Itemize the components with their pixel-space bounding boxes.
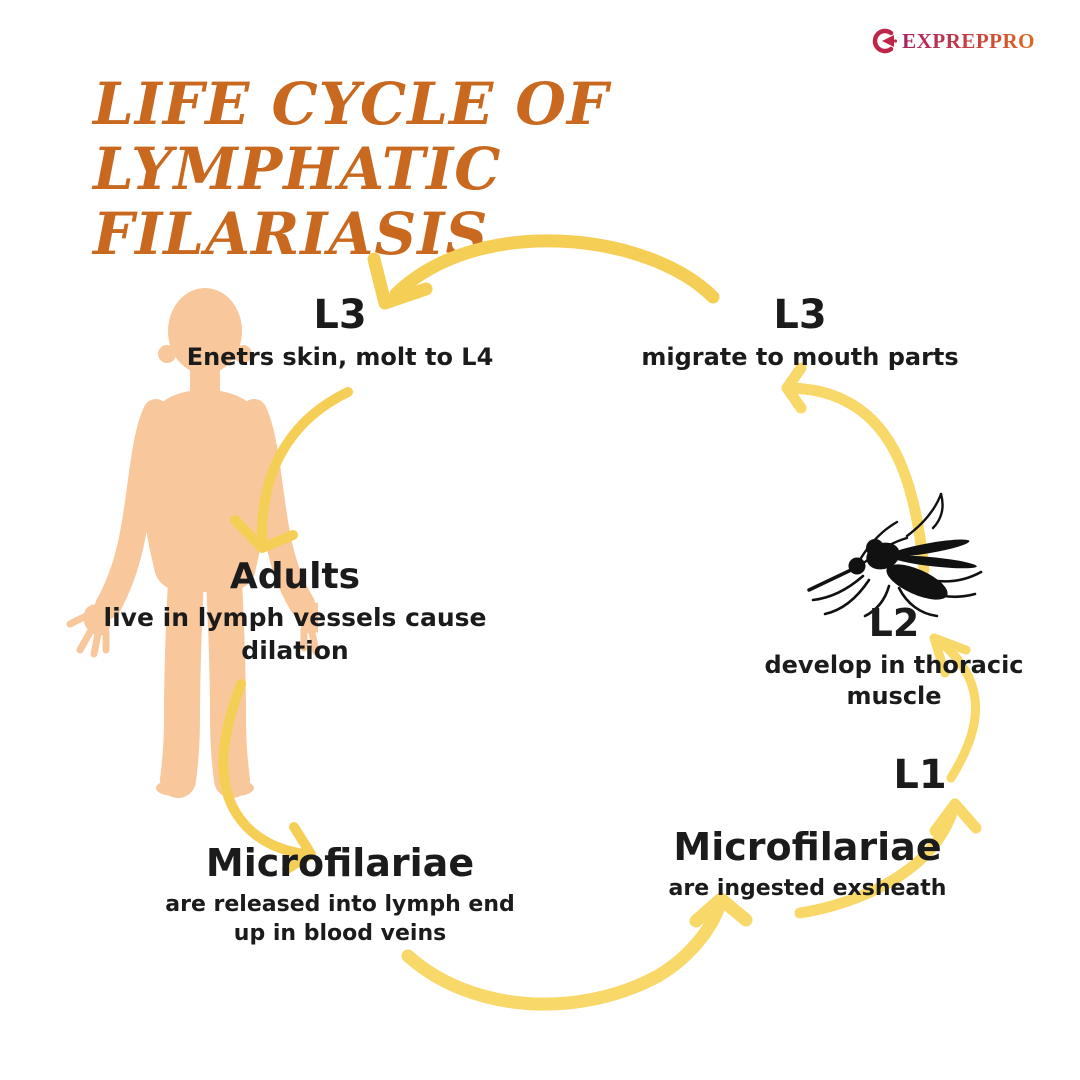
page-title-line1: LIFE CYCLE OF LYMPHATIC bbox=[93, 70, 610, 203]
arrow-l2-to-l3-icon bbox=[781, 362, 930, 576]
human-ear-right bbox=[234, 345, 252, 363]
human-ear-left bbox=[158, 345, 176, 363]
stage-l2-label: L2 bbox=[868, 601, 920, 645]
brand-name: EXPREPPRO bbox=[902, 28, 1035, 53]
stage-l2: L2 develop in thoracic muscle bbox=[758, 601, 1030, 713]
mosquito-proboscis bbox=[807, 568, 853, 592]
human-leg-left bbox=[160, 564, 204, 798]
arrow-host-to-vector-icon bbox=[401, 892, 753, 1011]
mosquito-antennae bbox=[859, 492, 944, 564]
arrow-vector-to-host-icon bbox=[367, 234, 720, 310]
arrow-l1-to-l2-icon bbox=[929, 633, 981, 783]
mosquito-legs bbox=[811, 570, 983, 618]
stage-l3-vector-label: L3 bbox=[773, 292, 827, 338]
human-figure bbox=[66, 288, 318, 798]
stage-adults: Adults live in lymph vessels cause dilat… bbox=[100, 556, 490, 667]
human-fingers bbox=[66, 612, 318, 658]
stage-l1-label: L1 bbox=[893, 752, 947, 798]
mosquito-wing-lower bbox=[893, 555, 977, 569]
human-arm-right bbox=[241, 399, 315, 617]
stage-microfilariae-host: Microfilariae are released into lymph en… bbox=[150, 841, 530, 948]
mosquito-icon bbox=[807, 492, 983, 618]
stage-l2-description: develop in thoracic muscle bbox=[764, 650, 1024, 711]
arrow-l3-to-adults-icon bbox=[230, 387, 353, 553]
mosquito-wing-upper bbox=[890, 539, 970, 557]
brand-logo: EXPREPPRO bbox=[871, 28, 1035, 54]
brand-logo-icon bbox=[873, 28, 898, 54]
stage-microfilariae-vector: Microfilariae are ingested exsheath bbox=[615, 825, 1000, 903]
stage-l3-host: L3 Enetrs skin, molt to L4 bbox=[170, 292, 510, 374]
stage-l3-vector: L3 migrate to mouth parts bbox=[630, 292, 970, 374]
stage-adults-label: Adults bbox=[229, 556, 361, 597]
page-title: LIFE CYCLE OF LYMPHATIC FILARIASIS bbox=[93, 72, 1033, 267]
stage-microfilariae-host-description: are released into lymph end up in blood … bbox=[165, 891, 515, 946]
mosquito-body bbox=[807, 492, 983, 618]
stage-l3-host-label: L3 bbox=[313, 292, 367, 338]
mosquito-abdomen bbox=[886, 564, 948, 600]
mosquito-head bbox=[848, 557, 866, 575]
stage-adults-description: live in lymph vessels cause dilation bbox=[103, 603, 487, 666]
human-head bbox=[168, 288, 242, 374]
stage-microfilariae-vector-description: are ingested exsheath bbox=[668, 875, 947, 901]
stage-l3-vector-description: migrate to mouth parts bbox=[641, 343, 959, 371]
human-limbs bbox=[66, 399, 318, 798]
page-title-line2: FILARIASIS bbox=[93, 199, 489, 268]
stage-l3-host-description: Enetrs skin, molt to L4 bbox=[186, 343, 494, 371]
human-arm-left bbox=[95, 399, 169, 619]
stage-l1: L1 bbox=[840, 752, 1000, 798]
stage-microfilariae-host-label: Microfilariae bbox=[205, 841, 475, 885]
arrow-adults-to-microfilariae-icon bbox=[218, 679, 316, 874]
arrow-microfilariae-to-l1-icon bbox=[794, 798, 982, 919]
stage-microfilariae-vector-label: Microfilariae bbox=[673, 825, 942, 869]
